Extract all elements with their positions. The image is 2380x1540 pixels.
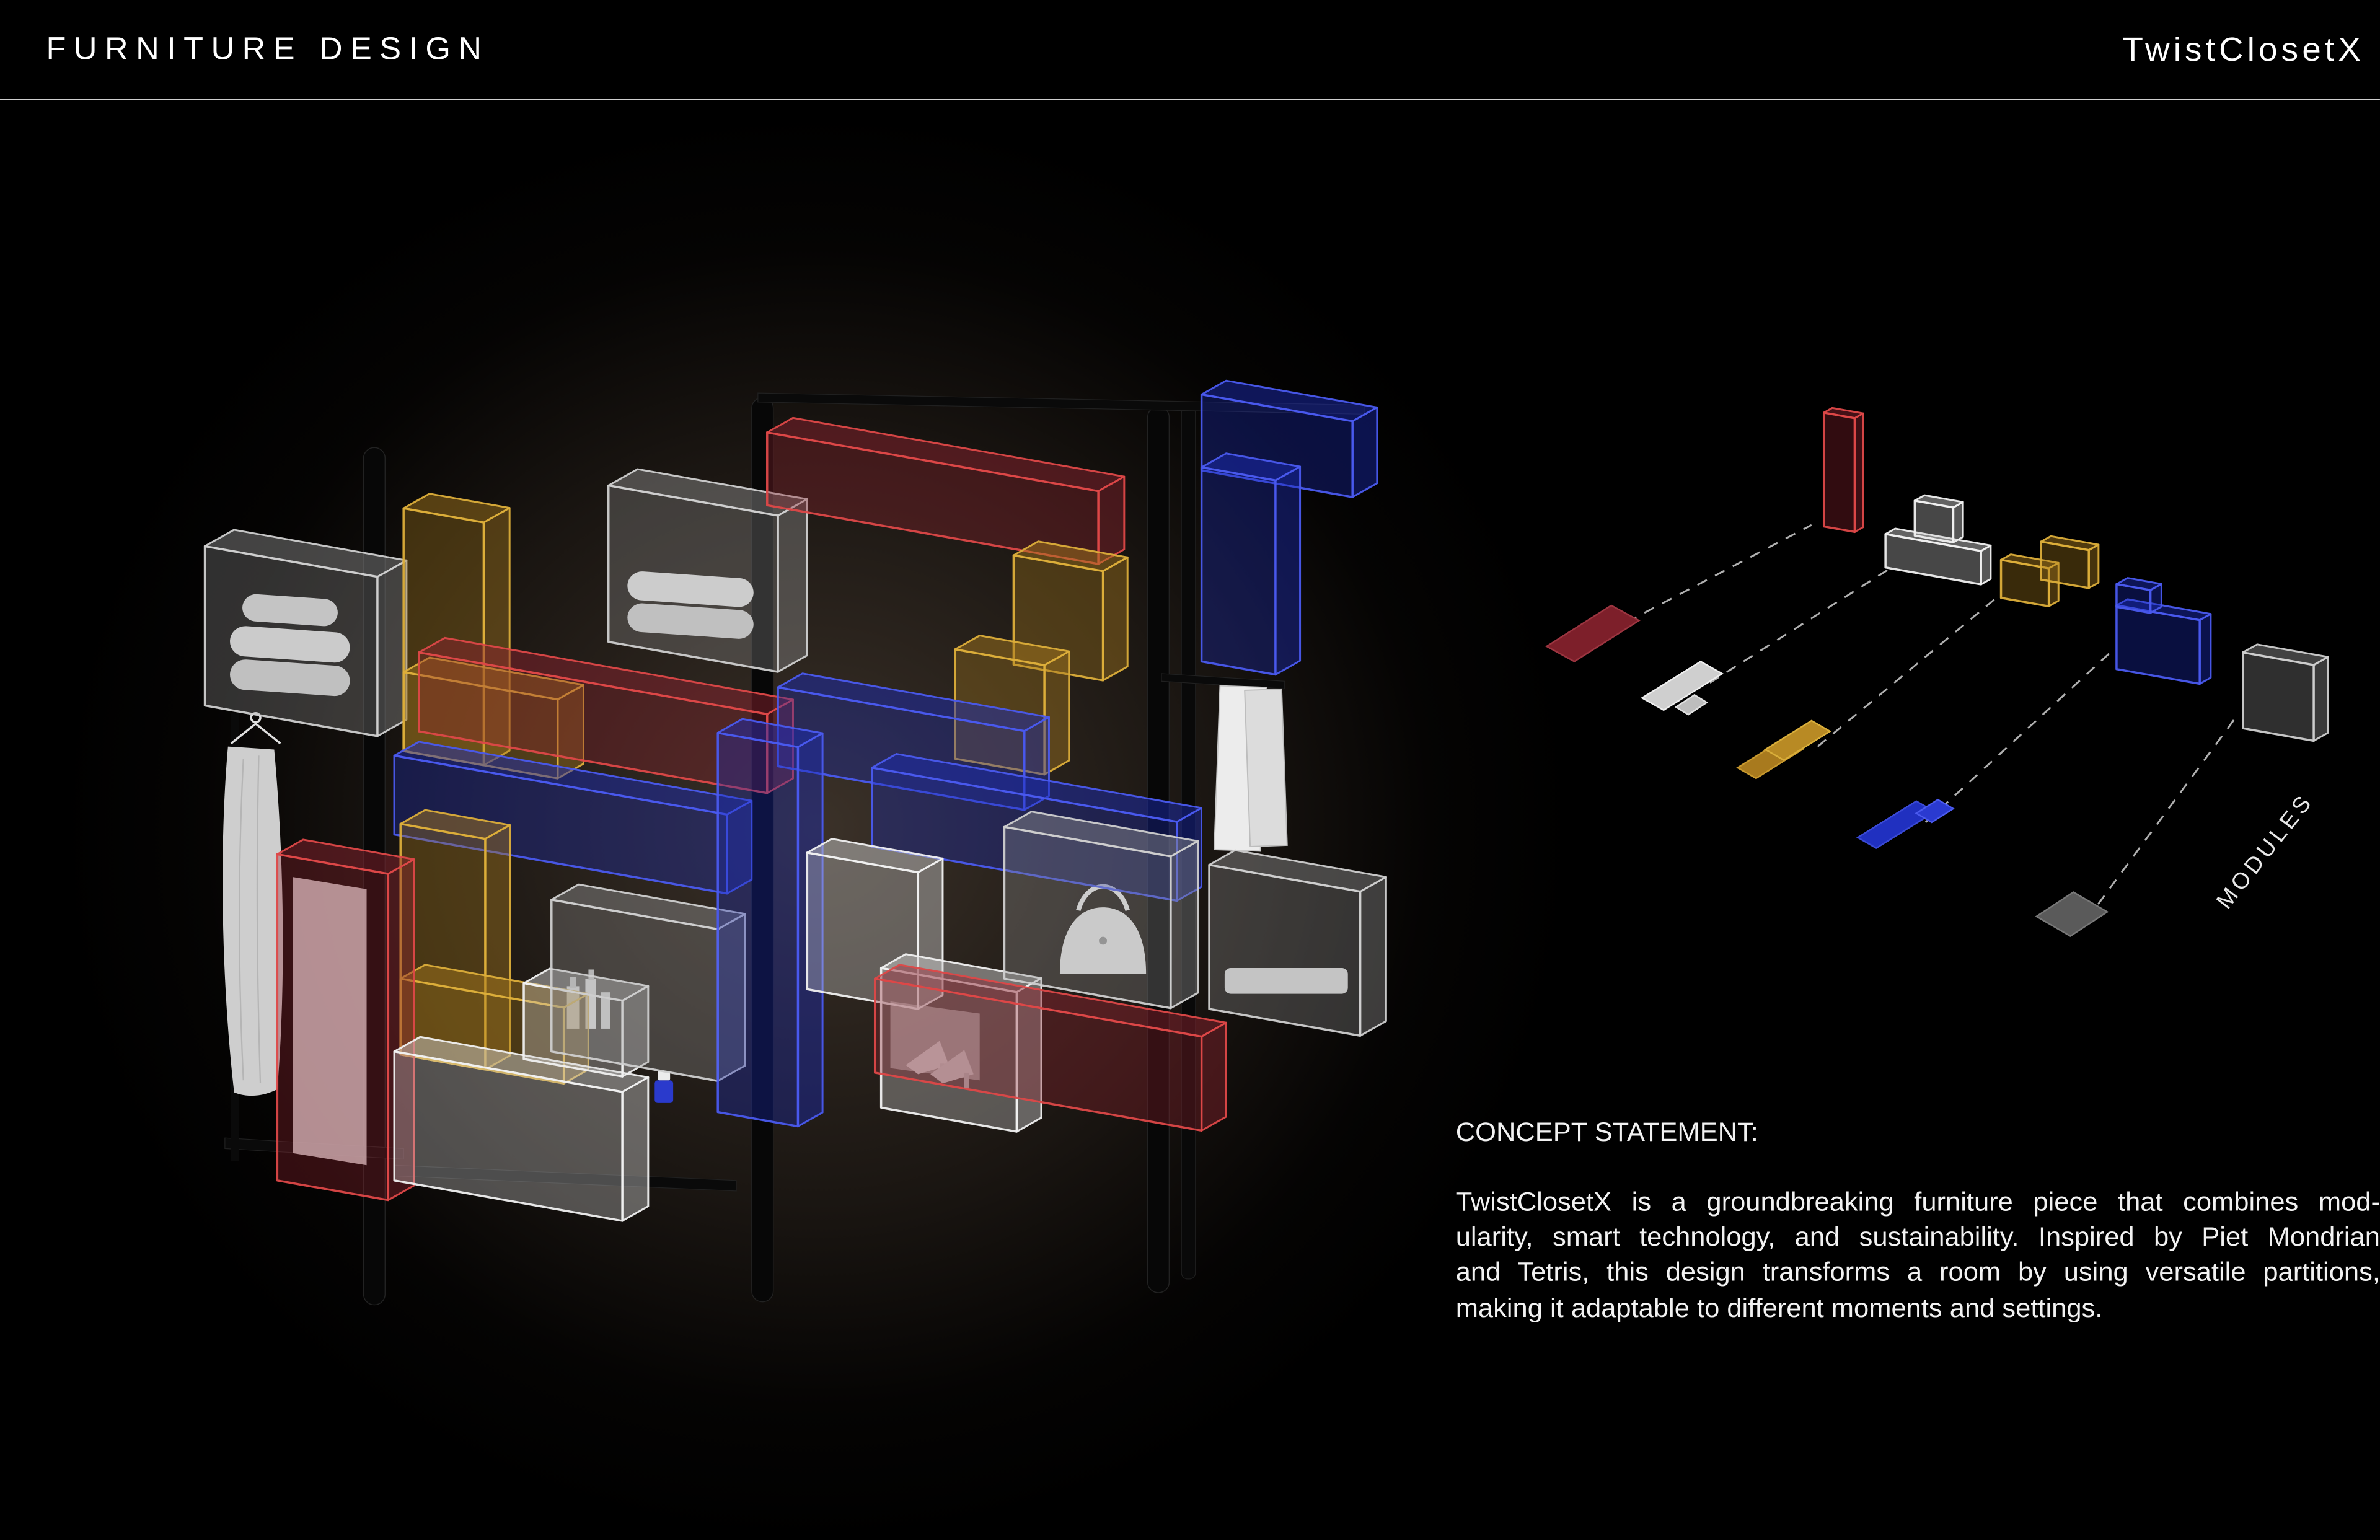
hanger-icon (230, 722, 281, 744)
flat-blue-l-piece (1856, 798, 1955, 850)
diagram-piece-white-t-base (1980, 544, 1992, 586)
flat-gold-s-piece (1736, 719, 1832, 780)
diagram-3d-pieces (1822, 407, 2329, 742)
page-title: FURNITURE DESIGN (46, 31, 490, 66)
closet-module-red-beam-bottom (873, 977, 1203, 1132)
closet-module-blue-l-bar (1200, 393, 1354, 498)
shelf-inner-panel (293, 877, 367, 1166)
closet-modules (203, 379, 1387, 1222)
spotlight-glow (69, 121, 1564, 1533)
closet-module-gray-cube-mid (550, 899, 719, 1082)
flat-red-bar-piece (1545, 604, 1641, 662)
flat-gray-square-piece (2035, 891, 2109, 938)
high-heels (906, 1041, 974, 1089)
diagram-piece-gray-box-3d (2312, 656, 2329, 742)
closet-items (223, 571, 1348, 1166)
diagram-piece-blue-l-flange (2115, 583, 2152, 614)
module-link-line (1817, 597, 1998, 747)
module-link-line (2097, 715, 2238, 905)
concept-text-line: ularity, smart technology, and sustainab… (1455, 1221, 2380, 1252)
module-link-line (1709, 566, 1892, 684)
perfume-bottles (566, 969, 610, 1029)
module-link-lines (1626, 524, 2238, 905)
closet-module-red-beam-top (765, 431, 1100, 565)
support-pole (363, 447, 386, 1306)
closet-module-red-beam-mid (418, 651, 769, 794)
concept-text-line: making it adaptable to different moments… (1455, 1291, 2103, 1322)
flat-module-pieces (1545, 604, 2109, 938)
diagram-piece-white-t-base (1884, 533, 1982, 586)
closet-module-blue-l-bar (1351, 406, 1378, 498)
closet-module-gray-cube-towels (376, 559, 408, 737)
concept-text-line: TwistClosetX is a groundbreaking furnitu… (1455, 1186, 2380, 1217)
modules-label: MODULES (2211, 788, 2319, 913)
folded-towel (1224, 968, 1348, 994)
closet-module-red-beam-bottom (1201, 1021, 1227, 1132)
hanging-garment (223, 711, 283, 1096)
closet-module-gray-cube-handbag (1003, 825, 1172, 1010)
rolled-towels (627, 571, 754, 639)
closet-module-blue-l-leg (1274, 465, 1302, 676)
diagram-piece-gold-s-b (2040, 540, 2090, 589)
closet-module-red-beam-top (1097, 475, 1126, 565)
closet-module-blue-beam-mid (777, 686, 1026, 811)
closet-module-red-tall-left (276, 853, 390, 1202)
header-bar: FURNITURE DESIGN TwistClosetX (0, 0, 2380, 100)
closet-module-gray-cube-towels-2 (777, 498, 808, 673)
closet-module-white-l-base (393, 1050, 624, 1222)
brand-title: TwistClosetX (2122, 29, 2365, 68)
folded-garments (1214, 685, 1288, 852)
closet-module-gray-cube-right (1359, 876, 1387, 1037)
diagram-piece-red-3d (1853, 412, 1864, 533)
concept-text-line: and Tetris, this design transforms a roo… (1455, 1257, 2380, 1288)
closet-module-gold-s-lower (954, 648, 1046, 776)
diagram-piece-white-t-top (1952, 501, 1964, 543)
closet-module-gold-s-upper (1102, 556, 1129, 682)
closet-module-white-l-base (621, 1076, 650, 1222)
module-link-line (1924, 651, 2112, 824)
flat-white-t-piece (1641, 661, 1724, 716)
closet-module-gray-cube-towels-2 (607, 484, 779, 673)
diagram-piece-blue-l-base (2115, 604, 2201, 685)
modules-diagram: MODULES (1545, 407, 2329, 938)
closet-module-blue-l-leg (1200, 466, 1277, 676)
closet-module-blue-beam-left (393, 754, 728, 895)
closet-module-gray-cube-towels (203, 545, 379, 737)
module-link-line (1626, 524, 1812, 623)
concept-heading: CONCEPT STATEMENT: (1455, 1116, 1758, 1147)
diagram-piece-white-t-top (1913, 499, 1955, 543)
closet-module-gray-cube-handbag (1170, 840, 1199, 1010)
diagram-piece-gray-box-3d (2242, 651, 2315, 742)
blue-jar (654, 1071, 674, 1103)
diagram-piece-red-3d (1822, 411, 1856, 534)
diagram-piece-blue-l-base (2198, 613, 2212, 685)
rolled-towels (230, 594, 350, 697)
closet-module-white-l-top (522, 982, 624, 1078)
closet-module-gold-l-top-foot (402, 671, 559, 780)
diagram-piece-gold-s-b (2087, 543, 2100, 589)
closet-module-blue-beam-right (870, 767, 1178, 902)
closet-module-gray-step-lower (879, 967, 1018, 1133)
diagram-piece-gold-s-a (1999, 558, 2050, 608)
diagram-piece-blue-l-flange (2149, 583, 2162, 614)
closet-module-gold-s-upper (1012, 554, 1104, 682)
hanging-rail (1161, 673, 1285, 690)
closet-module-blue-vertical (716, 731, 800, 1128)
closet-module-gray-cube-right (1208, 863, 1362, 1037)
concept-statement: CONCEPT STATEMENT: TwistClosetX is a gro… (1456, 1117, 2380, 1326)
